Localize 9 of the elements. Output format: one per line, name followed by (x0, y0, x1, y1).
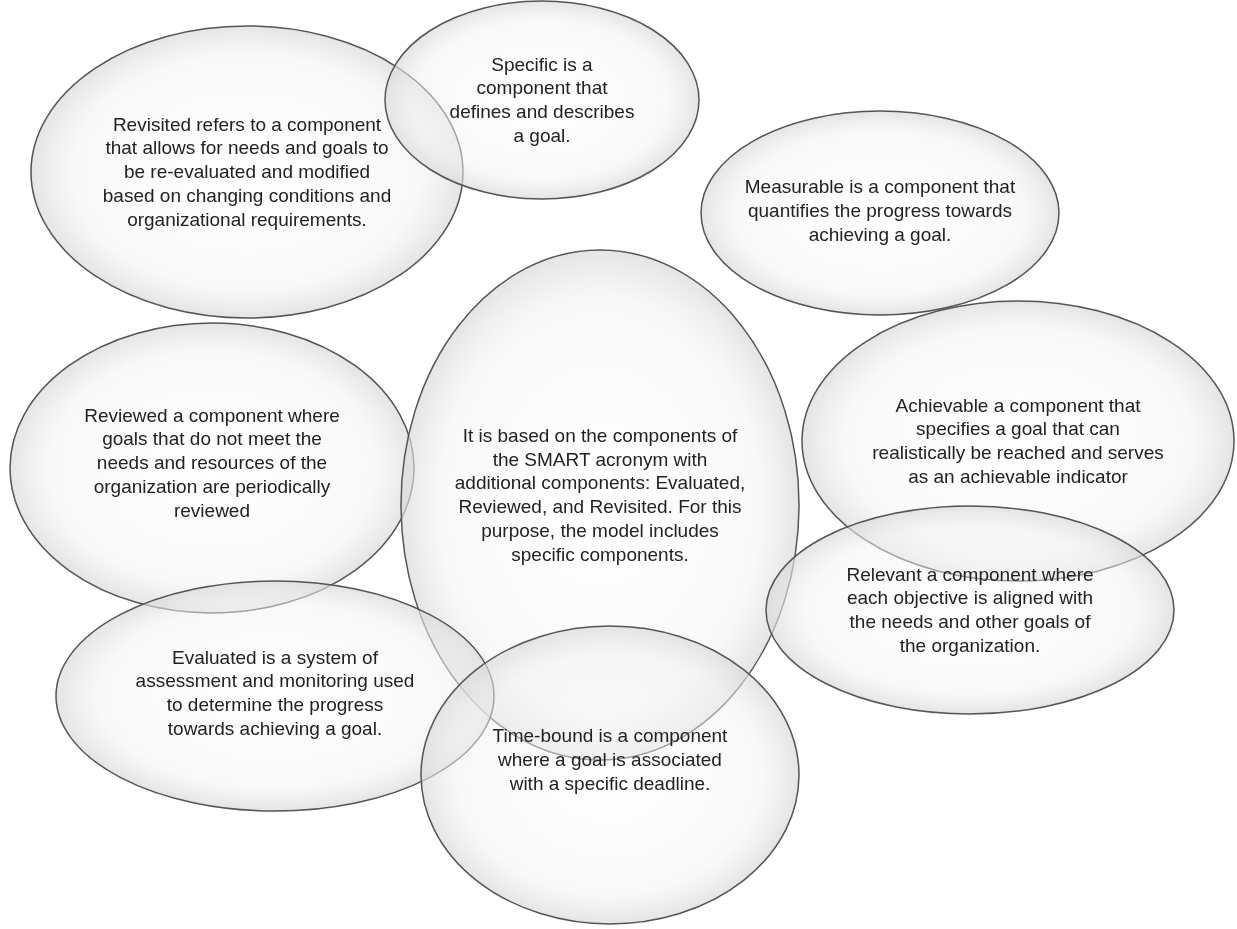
bubble-text: Revisited refers to a component that allows for needs and goals to be re-evaluated and modified based on changing conditions and organizational requirements. (101, 112, 393, 232)
bubble-text: It is based on the components of the SMART acronym with additional components: Evaluated, Reviewed, and Revisited. For this purpose, the model includes specific components. (453, 423, 747, 567)
bubble-text: Measurable is a component that quantifies the progress towards achieving a goal. (743, 175, 1017, 247)
bubble-text: Reviewed a component where goals that do not meet the needs and resources of the organization are periodically reviewed (83, 403, 341, 523)
bubble-text: Achievable a component that specifies a goal that can realistically be reached and serves as an achievable indicator (871, 393, 1165, 489)
bubble-text: Evaluated is a system of assessment and monitoring used to determine the progress towards achieving a goal. (135, 645, 415, 741)
bubble-text: Relevant a component where each objective is aligned with the needs and other goals of the organization. (845, 562, 1095, 658)
bubble-text: Time-bound is a component where a goal is associated with a specific deadline. (491, 724, 729, 796)
bubble-text: Specific is a component that defines and describes a goal. (448, 52, 636, 148)
